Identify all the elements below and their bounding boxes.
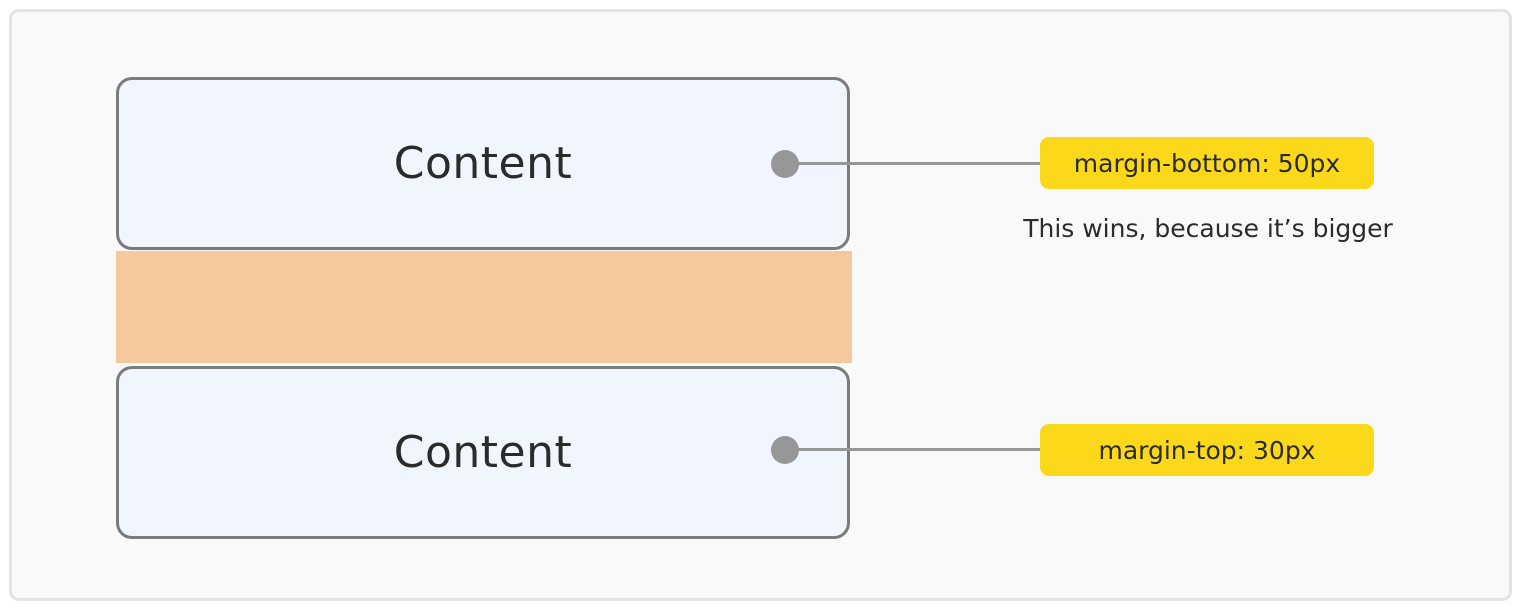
content-box-top: Content — [116, 77, 850, 250]
margin-top-tag: margin-top: 30px — [1040, 424, 1374, 476]
content-box-top-label: Content — [393, 138, 573, 189]
connector-line-top — [785, 162, 1043, 165]
connector-dot-top — [771, 150, 799, 178]
content-box-bottom: Content — [116, 366, 850, 539]
margin-bottom-tag: margin-bottom: 50px — [1040, 137, 1374, 189]
content-box-bottom-label: Content — [393, 427, 573, 478]
connector-line-bottom — [785, 448, 1043, 451]
margin-note: This wins, because it’s bigger — [1023, 214, 1393, 243]
connector-dot-bottom — [771, 436, 799, 464]
collapsed-margin-gap — [116, 251, 852, 363]
